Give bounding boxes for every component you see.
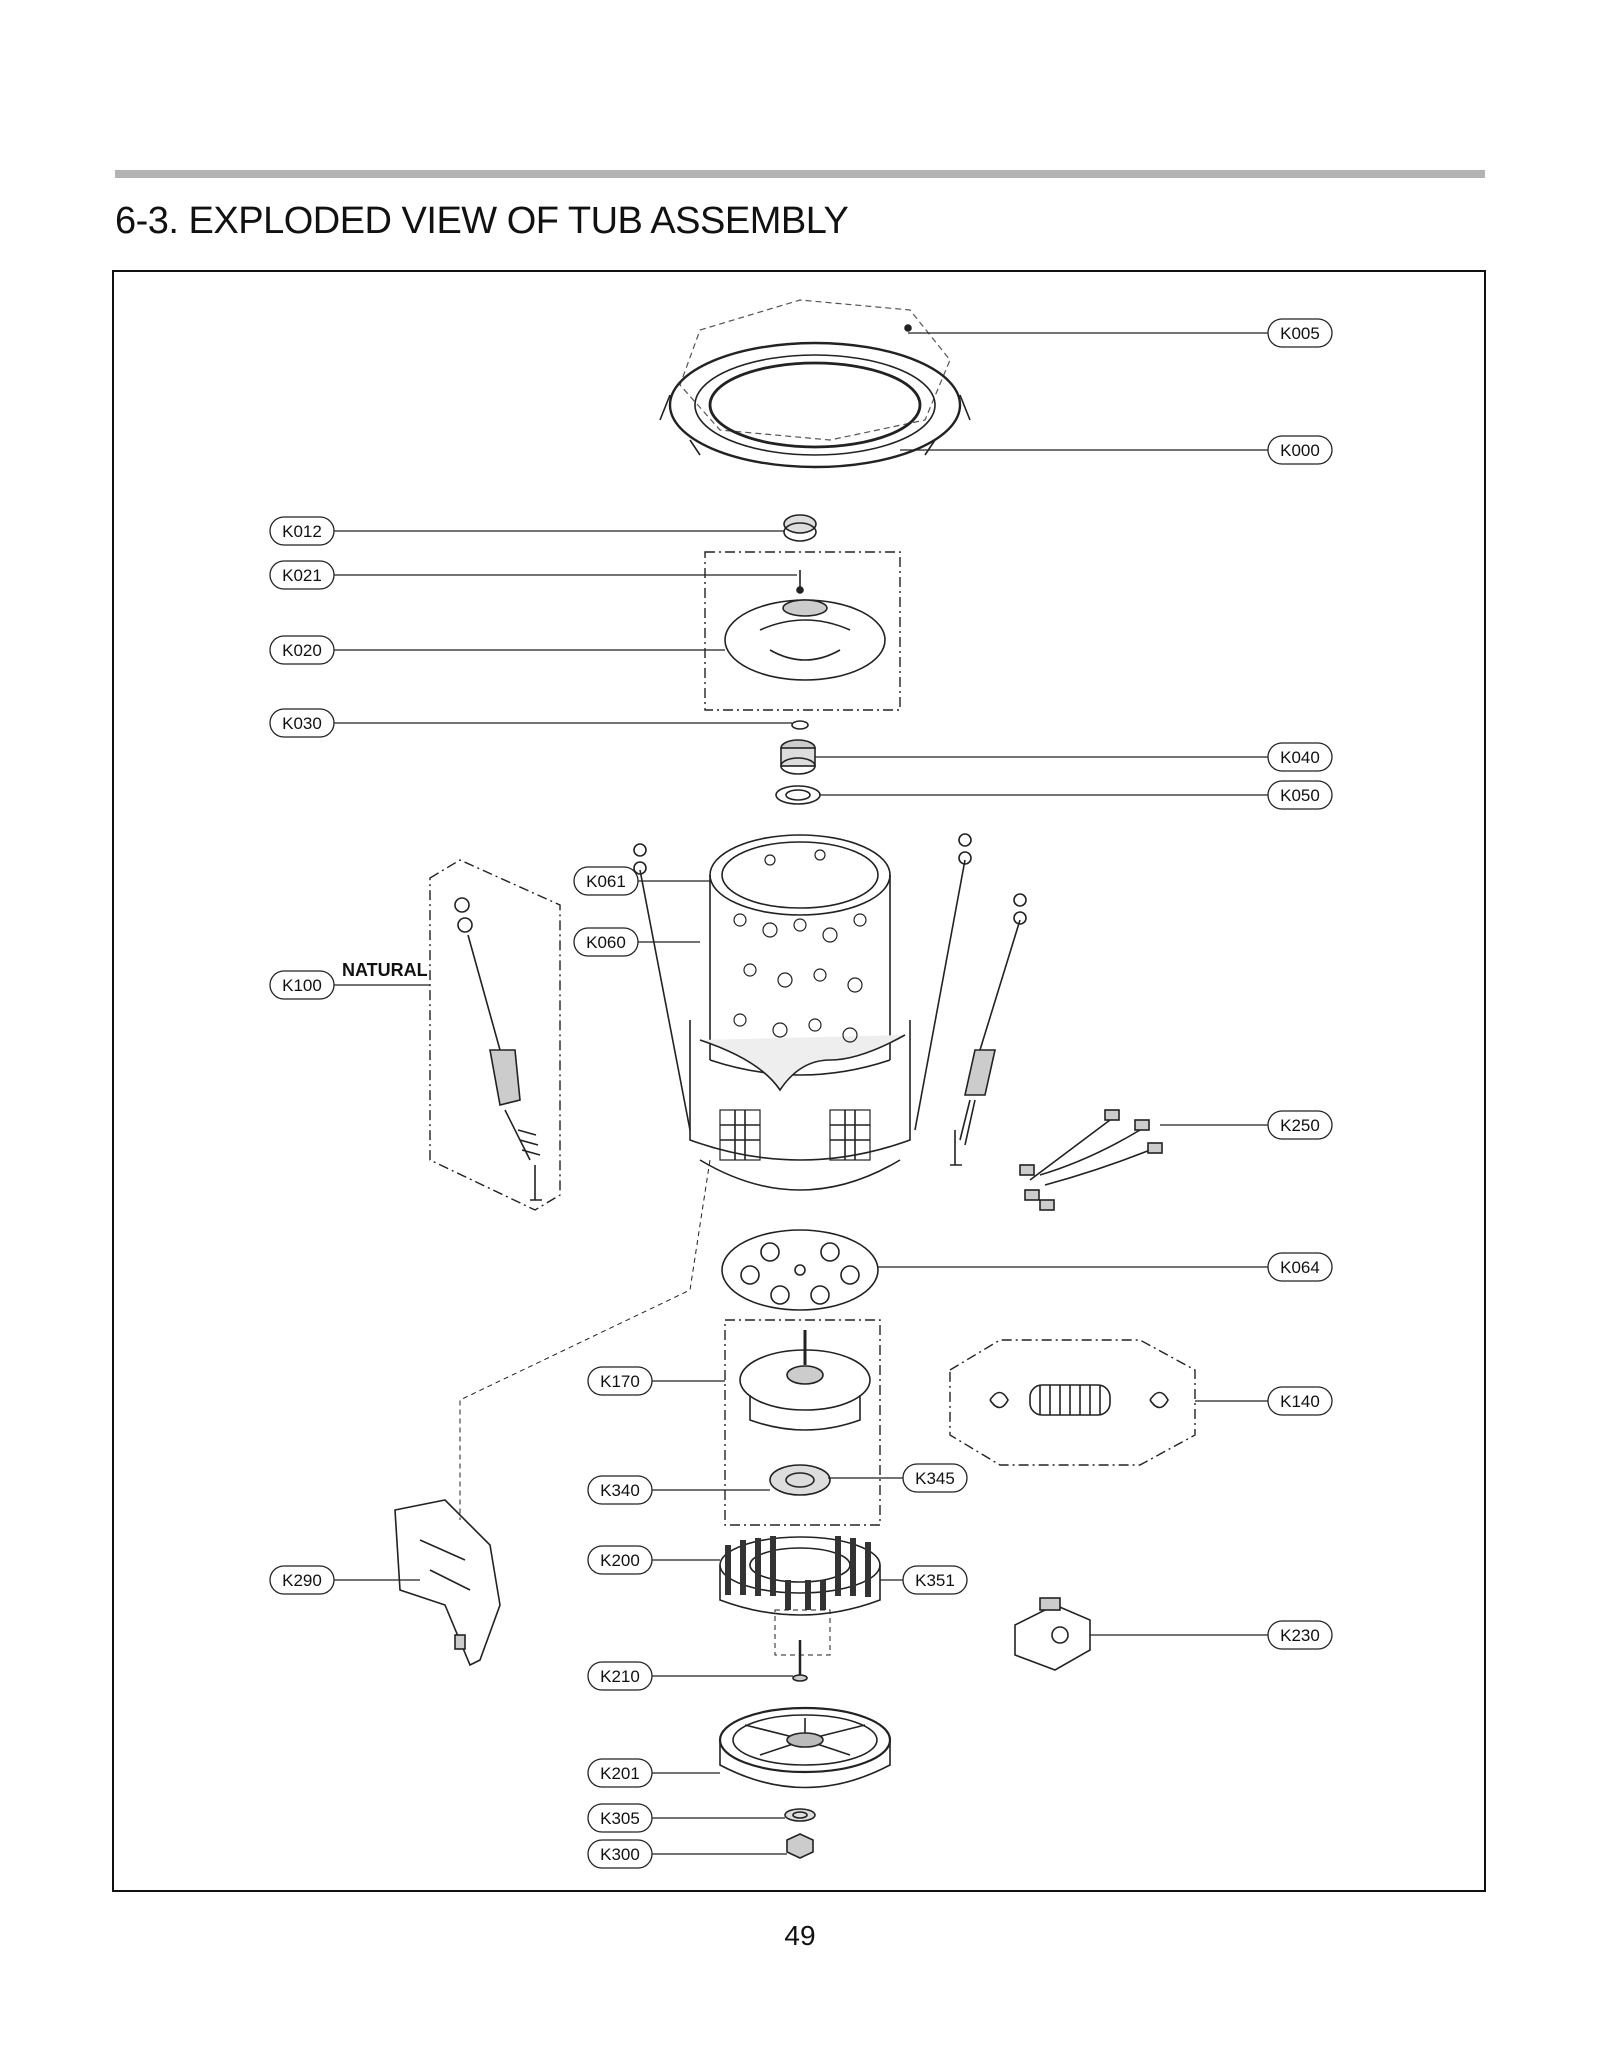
- leader-lines: [334, 332, 1268, 1855]
- svg-text:K290: K290: [282, 1571, 322, 1590]
- svg-text:K210: K210: [600, 1667, 640, 1686]
- cap-part: [783, 514, 817, 542]
- wire-harness-part: [1019, 1109, 1163, 1211]
- page-title: 6-3. EXPLODED VIEW OF TUB ASSEMBLY: [115, 200, 849, 242]
- bolt-part: [792, 1640, 808, 1682]
- svg-text:K064: K064: [1280, 1258, 1320, 1277]
- callout-k040: K040: [1267, 742, 1333, 772]
- hub-nut-part: [775, 739, 821, 805]
- diagram-frame: [112, 270, 1486, 1892]
- callout-k050: K050: [1267, 780, 1333, 810]
- rotor-part: [718, 1706, 892, 1789]
- svg-text:K100: K100: [282, 976, 322, 995]
- svg-text:K305: K305: [600, 1809, 640, 1828]
- svg-text:K005: K005: [1280, 324, 1320, 343]
- header-rule: [115, 170, 1485, 178]
- natural-suspension-part: [429, 859, 561, 1211]
- rotor-washer-part: [784, 1808, 816, 1822]
- callout-k021: K021: [269, 560, 335, 590]
- clutch-assembly-part: [724, 1319, 881, 1526]
- callout-k305: K305: [587, 1803, 653, 1833]
- callout-k100: K100: [269, 970, 335, 1000]
- callout-k060: K060: [573, 927, 639, 957]
- svg-text:K030: K030: [282, 714, 322, 733]
- svg-text:K300: K300: [600, 1845, 640, 1864]
- callout-k340: K340: [587, 1475, 653, 1505]
- callout-k351: K351: [902, 1565, 968, 1595]
- hall-sensor-part: [1014, 1597, 1091, 1671]
- bracket-part: [394, 1499, 501, 1667]
- callout-k230: K230: [1267, 1620, 1333, 1650]
- svg-text:K250: K250: [1280, 1116, 1320, 1135]
- svg-text:K012: K012: [282, 522, 322, 541]
- svg-text:K170: K170: [600, 1372, 640, 1391]
- svg-text:K020: K020: [282, 641, 322, 660]
- callout-k005: K005: [1267, 318, 1333, 348]
- svg-text:K000: K000: [1280, 441, 1320, 460]
- routing-line: [459, 1159, 711, 1520]
- svg-text:K061: K061: [586, 872, 626, 891]
- suspension-rod-part: [633, 833, 1027, 1166]
- callout-k061: K061: [573, 866, 639, 896]
- tub-cover-part: [659, 299, 971, 469]
- svg-text:K140: K140: [1280, 1392, 1320, 1411]
- callout-k250: K250: [1267, 1110, 1333, 1140]
- rotor-nut-part: [786, 1833, 814, 1859]
- callout-k000: K000: [1267, 435, 1333, 465]
- svg-text:K060: K060: [586, 933, 626, 952]
- callout-k290: K290: [269, 1565, 335, 1595]
- callout-k170: K170: [587, 1366, 653, 1396]
- pulsator-part: [704, 551, 901, 711]
- callout-k064: K064: [1267, 1252, 1333, 1282]
- svg-text:K351: K351: [915, 1571, 955, 1590]
- drain-hose-part: [949, 1339, 1196, 1466]
- washer-part: [791, 720, 809, 730]
- svg-text:K340: K340: [600, 1481, 640, 1500]
- wash-basket-part: [689, 834, 911, 1191]
- svg-text:K230: K230: [1280, 1626, 1320, 1645]
- svg-text:K200: K200: [600, 1551, 640, 1570]
- page-number: 49: [784, 1920, 816, 1951]
- stator-part: [719, 1536, 881, 1656]
- bottom-plate-part: [721, 1229, 879, 1311]
- natural-annotation: NATURAL: [342, 960, 428, 980]
- svg-text:K050: K050: [1280, 786, 1320, 805]
- callout-k012: K012: [269, 516, 335, 546]
- callout-k020: K020: [269, 635, 335, 665]
- svg-text:K040: K040: [1280, 748, 1320, 767]
- svg-text:K345: K345: [915, 1469, 955, 1488]
- svg-text:K201: K201: [600, 1764, 640, 1783]
- callout-k300: K300: [587, 1839, 653, 1869]
- callout-k345: K345: [902, 1463, 968, 1493]
- callout-k140: K140: [1267, 1386, 1333, 1416]
- callout-k030: K030: [269, 708, 335, 738]
- callout-k201: K201: [587, 1758, 653, 1788]
- callout-k210: K210: [587, 1661, 653, 1691]
- callout-k200: K200: [587, 1545, 653, 1575]
- svg-text:K021: K021: [282, 566, 322, 585]
